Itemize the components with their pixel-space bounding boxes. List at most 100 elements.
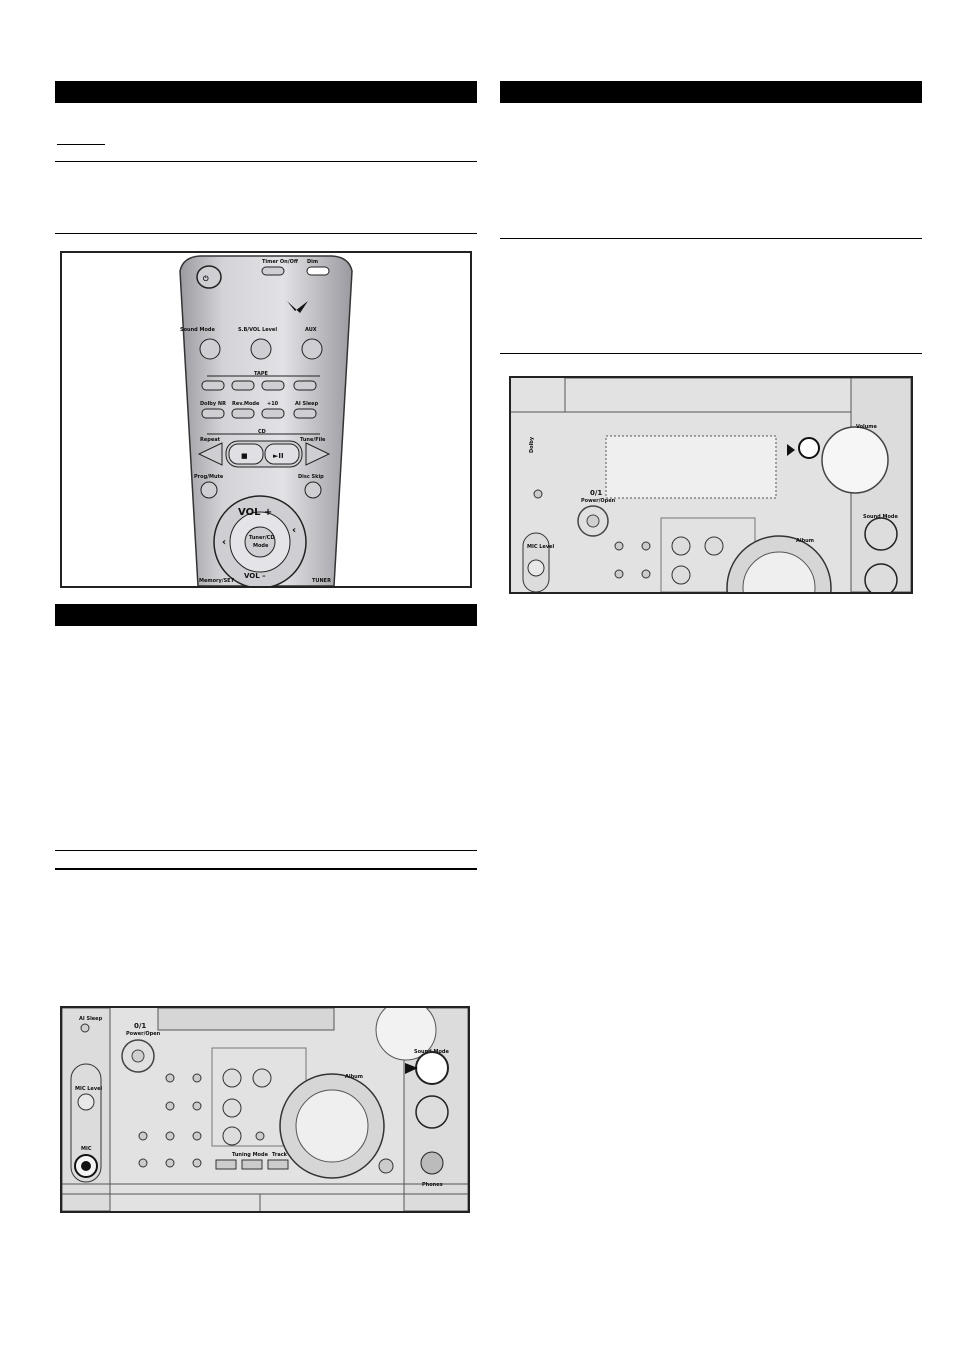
- power-text: 0/1: [590, 489, 602, 497]
- tuning-mode-button[interactable]: [241, 1159, 263, 1170]
- aux-text: AUX: [305, 327, 317, 333]
- divider-4: [55, 868, 477, 870]
- album-knob[interactable]: [726, 535, 832, 592]
- level-button[interactable]: [250, 338, 272, 360]
- func-button-3[interactable]: [614, 569, 624, 579]
- center-label-1: Tuner/CD: [249, 535, 274, 541]
- mic-level-knob[interactable]: [77, 1093, 95, 1111]
- cd-prev-button[interactable]: [197, 442, 223, 466]
- indicator-button[interactable]: [798, 437, 820, 459]
- dolby-text: Dolby NR: [200, 401, 226, 407]
- section-header-bar-2: [500, 81, 922, 103]
- right-arrow-icon: ‹: [292, 525, 296, 536]
- mic-text: MIC: [81, 1146, 92, 1152]
- cd-next-button[interactable]: [305, 442, 331, 466]
- cd-text: CD: [258, 429, 266, 435]
- sound-mode-text: Sound Mode: [863, 514, 898, 520]
- left-arrow-icon: ‹: [222, 537, 226, 548]
- front-panel-top-figure: Volume Dolby MIC Level 0/1 Power/Open Al…: [509, 376, 913, 594]
- sound-mode-button[interactable]: [864, 517, 898, 551]
- divider-3: [55, 850, 477, 851]
- second-mode-button[interactable]: [415, 1095, 449, 1129]
- phones-jack[interactable]: [420, 1151, 444, 1175]
- svg-text:⏻: ⏻: [203, 275, 209, 283]
- mic-level-knob[interactable]: [527, 559, 545, 577]
- band-button[interactable]: [222, 1068, 242, 1088]
- section-header-bar-1: [55, 81, 477, 103]
- plus10-text: +10: [267, 401, 279, 407]
- volume-knob[interactable]: [279, 1073, 385, 1179]
- power-button[interactable]: ⏻: [196, 265, 222, 289]
- tape-rewind-button[interactable]: [201, 380, 225, 391]
- tuner-button[interactable]: [222, 1126, 242, 1146]
- mic-level-text: MIC Level: [527, 544, 554, 550]
- func-button-2[interactable]: [641, 541, 651, 551]
- tape-button[interactable]: [252, 1068, 272, 1088]
- vol-down-text: VOL –: [244, 572, 266, 580]
- cd-stop-button[interactable]: [228, 443, 264, 465]
- dim-text: Dim: [307, 259, 318, 265]
- aux-button[interactable]: [301, 338, 323, 360]
- section-header-bar-3: [55, 604, 477, 626]
- power-sub-text: Power/Open: [581, 498, 616, 504]
- side-label-1: Dolby: [529, 436, 535, 453]
- dim-button[interactable]: [306, 266, 330, 276]
- power-text: 0/1: [134, 1022, 146, 1030]
- tape-ff-button[interactable]: [231, 380, 255, 391]
- memory-text: Memory/SET: [199, 578, 235, 584]
- tune-file-text: Tune/File: [300, 437, 326, 443]
- tape-stop-button[interactable]: [261, 380, 285, 391]
- func-button-1[interactable]: [614, 541, 624, 551]
- cd-button[interactable]: [671, 565, 691, 585]
- sound-mode-text: Sound Mode: [180, 327, 215, 333]
- sound-mode-button[interactable]: [415, 1051, 449, 1085]
- center-label-2: Mode: [253, 543, 269, 549]
- phones-text: Phones: [422, 1182, 443, 1188]
- rev-mode-text: Rev.Mode: [232, 401, 260, 407]
- track-prev-button[interactable]: [215, 1159, 237, 1170]
- disc-skip-button[interactable]: [304, 481, 322, 499]
- remote-body: [179, 255, 353, 586]
- volume-knob[interactable]: [821, 426, 889, 494]
- pointer-arrow-icon: [287, 301, 308, 313]
- sound-mode-button[interactable]: [199, 338, 221, 360]
- second-mode-button[interactable]: [864, 563, 898, 592]
- tape-text: TAPE: [254, 371, 269, 377]
- underline-mark: [57, 144, 105, 145]
- plus10-button[interactable]: [261, 408, 285, 419]
- rev-mode-button[interactable]: [231, 408, 255, 419]
- ai-sleep-button[interactable]: [80, 1023, 90, 1033]
- track-next-button[interactable]: [267, 1159, 289, 1170]
- cd-play-icon: ►II: [273, 452, 284, 460]
- track-text: Track: [272, 1152, 288, 1158]
- side-button[interactable]: [533, 489, 543, 499]
- program-text: Prog/Mute: [194, 474, 224, 480]
- ai-sleep-button[interactable]: [293, 408, 317, 419]
- display-window: [605, 435, 777, 499]
- cd-button[interactable]: [222, 1098, 242, 1118]
- power-sub-text: Power/Open: [126, 1031, 161, 1037]
- cd-play-button[interactable]: [264, 443, 300, 465]
- ai-sleep-text: AI Sleep: [295, 401, 319, 407]
- volume-text: Volume: [856, 424, 878, 430]
- band-button[interactable]: [671, 536, 691, 556]
- mute-button[interactable]: [378, 1158, 394, 1174]
- divider-2: [55, 233, 477, 234]
- repeat-text: Repeat: [200, 437, 221, 443]
- program-button[interactable]: [200, 481, 218, 499]
- tuner-text: TUNER: [312, 578, 331, 584]
- timer-button[interactable]: [261, 266, 285, 276]
- divider-1: [55, 161, 477, 162]
- tape-button[interactable]: [704, 536, 724, 556]
- tape-eject-button[interactable]: [293, 380, 317, 391]
- top-dial[interactable]: [375, 1008, 437, 1061]
- timer-text: Timer On/Off: [262, 259, 299, 265]
- navigation-pad[interactable]: [213, 495, 307, 586]
- dolby-button[interactable]: [201, 408, 225, 419]
- disc-skip-text: Disc Skip: [298, 474, 324, 480]
- func-button-4[interactable]: [641, 569, 651, 579]
- level-text: S.B/VOL Level: [238, 327, 277, 333]
- pointer-arrow-icon: [405, 1063, 418, 1074]
- tuning-mode-text: Tuning Mode: [232, 1152, 269, 1158]
- divider-5: [500, 238, 922, 239]
